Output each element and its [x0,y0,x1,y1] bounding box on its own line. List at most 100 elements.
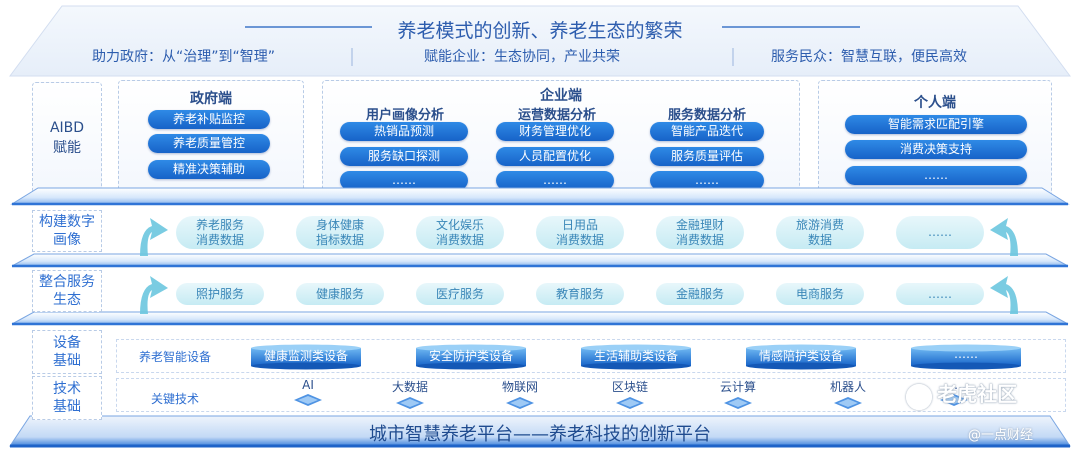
aibd-label-line1: AIBD [49,120,85,136]
enterprise-item: 智能产品迭代 [650,122,764,141]
service-item-more: …… [896,283,984,305]
up-arrow-icon [140,276,168,314]
tech-label: 技术 基础 [32,376,102,420]
platform-base [9,415,1071,448]
service-item: 医疗服务 [416,283,504,305]
platform-lower [11,311,1069,326]
equipment-item-label: 情感陪护类设备 [758,349,843,363]
government-item: 精准决策辅助 [148,160,270,179]
government-item: 养老补贴监控 [148,110,270,129]
portrait-item: 养老服务消费数据 [176,216,264,249]
watermark-sub: @一点财经 [968,428,1034,443]
platform-middle [11,253,1069,268]
roof-subtitle-enterprise: 赋能企业：生态协同，产业共荣 [424,49,620,65]
tech-item-label: AI [302,378,314,392]
portrait-item: 日用品消费数据 [536,216,624,249]
equipment-item: 生活辅助类设备 [580,343,692,370]
enterprise-column-heading: 运营数据分析 [517,108,596,123]
up-arrow-icon [140,218,168,256]
equipment-item-more: …… [910,343,1022,370]
equipment-row [116,339,1066,373]
aibd-label: AIBD 赋能 [32,82,102,194]
roof-subtitle-government: 助力政府：从“治理”到“智理” [92,49,276,65]
tech-item: 物联网 [490,378,550,412]
service-item: 健康服务 [296,283,384,305]
chip-icon [834,397,862,409]
tech-item-label: 云计算 [719,380,756,394]
enterprise-item: …… [496,171,614,190]
personal-item: …… [845,166,1027,185]
portrait-layer-label-line1: 构建数字 [39,214,95,230]
service-item: 电商服务 [776,283,864,305]
equipment-item-label: 健康监测类设备 [263,349,348,363]
base-title: 城市智慧养老平台——养老科技的创新平台 [369,424,711,445]
equipment-item-label: 安全防护类设备 [428,349,513,363]
chip-icon [940,394,968,406]
tech-item-label: 区块链 [611,380,648,394]
tech-item: 大数据 [380,378,440,412]
equipment-row-label: 养老智能设备 [138,350,211,364]
platform-top [10,187,1070,206]
service-layer-label: 整合服务 生态 [32,270,102,312]
tech-row-label: 关键技术 [150,392,199,406]
watermark-main: 老虎社区 [937,382,1018,406]
enterprise-item: 服务质量评估 [650,147,764,166]
chip-icon [506,397,534,409]
enterprise-item: 热销品预测 [340,122,468,141]
tech-item-label: 机器人 [829,380,866,394]
enterprise-item: …… [340,171,468,190]
enterprise-item: 人员配置优化 [496,147,614,166]
disk-icon [746,344,856,370]
disk-icon [251,344,361,370]
chip-icon [724,397,752,409]
service-layer-label-line1: 整合服务 [39,274,95,290]
disk-icon [581,344,691,370]
personal-title: 个人端 [914,95,956,111]
service-item: 金融服务 [656,283,744,305]
equipment-label-line1: 设备 [53,335,81,351]
chip-icon [396,397,424,409]
tech-item: 机器人 [818,378,878,412]
portrait-item: 旅游消费数据 [776,216,864,249]
equipment-item-label: …… [954,347,978,361]
enterprise-item: 财务管理优化 [496,122,614,141]
service-item: 教育服务 [536,283,624,305]
government-item: 养老质量管控 [148,134,270,153]
tech-label-line1: 技术 [53,381,81,397]
disk-icon [416,344,526,370]
watermark: 老虎社区 [906,378,1017,410]
enterprise-item: 服务缺口探测 [340,147,468,166]
personal-item: 消费决策支持 [845,140,1027,159]
enterprise-item: …… [650,171,764,190]
service-layer-label-line2: 生态 [53,292,81,308]
roof-banner [9,5,1071,77]
tech-item-label: 大数据 [391,380,428,394]
portrait-layer-label-line2: 画像 [53,232,81,248]
roof-title: 养老模式的创新、养老生态的繁荣 [397,20,683,42]
portrait-item: 文化娱乐消费数据 [416,216,504,249]
tech-row [116,378,1066,412]
equipment-label: 设备 基础 [32,330,102,374]
tech-item-label: 物联网 [501,380,538,394]
tech-item-label: …… [942,378,966,392]
enterprise-column-heading: 用户画像分析 [365,108,444,123]
up-arrow-icon [990,218,1018,256]
portrait-item: 身体健康指标数据 [296,216,384,249]
equipment-item: 安全防护类设备 [415,343,527,370]
equipment-item-label: 生活辅助类设备 [593,349,678,363]
government-title: 政府端 [190,91,232,107]
roof-subtitle-people: 服务民众：智慧互联，便民高效 [771,49,967,65]
tech-item-more: …… [924,378,984,412]
personal-item: 智能需求匹配引擎 [845,115,1027,134]
portrait-item: 金融理财消费数据 [656,216,744,249]
aibd-label-line2: 赋能 [53,140,81,156]
enterprise-title: 企业端 [540,88,582,104]
tech-item: 云计算 [708,378,768,412]
equipment-item: 健康监测类设备 [250,343,362,370]
chip-icon [616,397,644,409]
disk-icon [911,344,1021,370]
tech-item: AI [278,378,338,412]
tiger-icon [906,383,932,410]
enterprise-column-heading: 服务数据分析 [667,108,746,123]
portrait-layer-label: 构建数字 画像 [32,210,102,252]
